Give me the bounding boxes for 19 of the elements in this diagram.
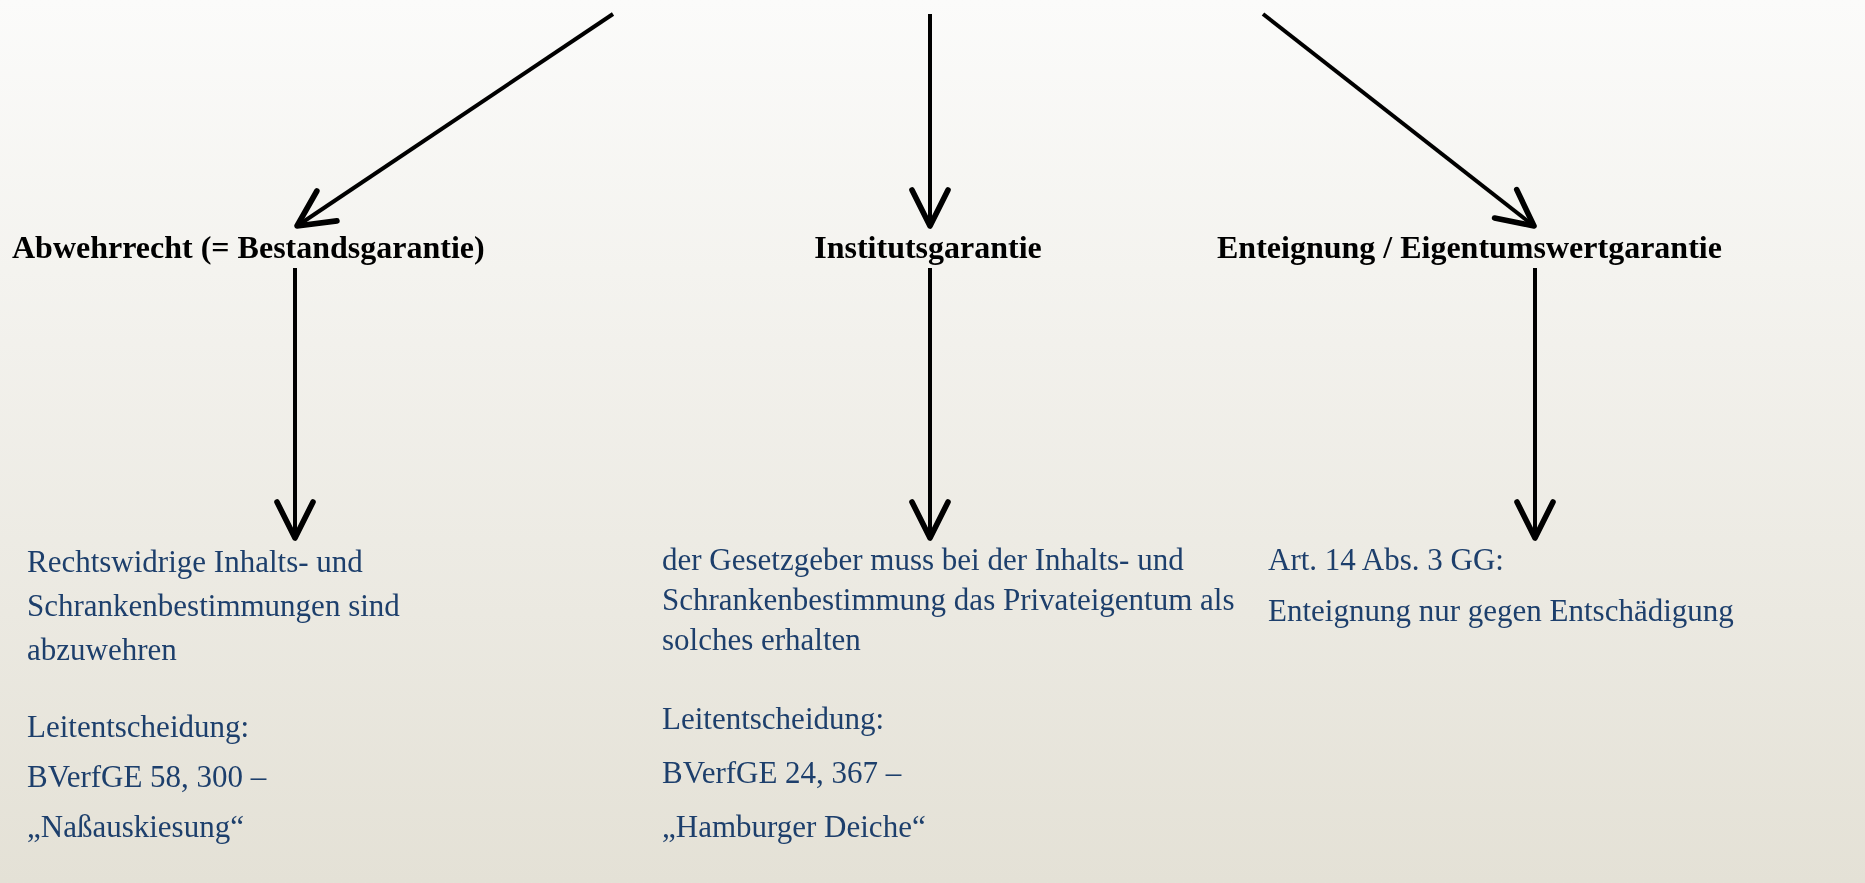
note-label: Enteignung nur gegen Entschädigung xyxy=(1268,592,1735,630)
note-label: Leitentscheidung: xyxy=(662,700,886,738)
arrow xyxy=(294,12,615,229)
body-text: der Gesetzgeber muss bei der Inhalts- und Schrankenbestimmung das Privateigentum als solches erhalten xyxy=(662,541,1236,659)
arrow xyxy=(274,268,316,541)
heading: Enteignung / Eigentumswertgarantie xyxy=(1217,228,1722,266)
arrow xyxy=(909,14,951,229)
heading: Abwehrrecht (= Bestandsgarantie) xyxy=(12,228,485,266)
arrow xyxy=(909,268,951,541)
heading: Institutsgarantie xyxy=(814,228,1042,266)
case-name: „Naßauskiesung“ xyxy=(27,808,245,846)
arrow xyxy=(1261,12,1537,229)
citation-text: BVerfGE 24, 367 – xyxy=(662,754,903,792)
note-label: Leitentscheidung: xyxy=(27,708,251,746)
body-text: Art. 14 Abs. 3 GG: xyxy=(1268,541,1505,579)
body-text: Rechtswidrige Inhalts- und Schrankenbestimmungen sind abzuwehren xyxy=(27,543,401,669)
citation-text: BVerfGE 58, 300 – xyxy=(27,758,268,796)
arrow xyxy=(1514,268,1556,541)
case-name: „Hamburger Deiche“ xyxy=(662,808,927,846)
